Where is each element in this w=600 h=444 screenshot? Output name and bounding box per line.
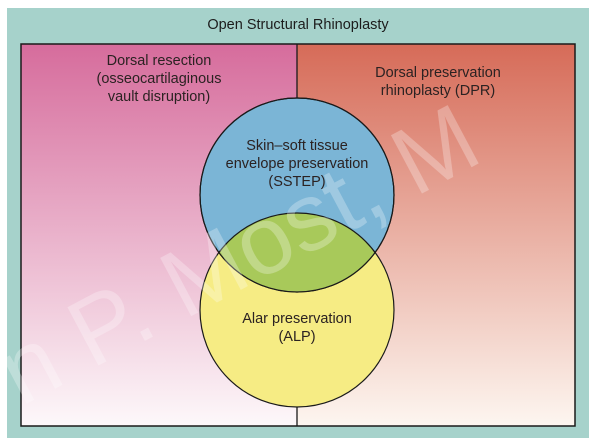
label-alar-preservation: Alar preservation (ALP) — [217, 310, 377, 346]
label-sstep: Skin–soft tissue envelope preservation (… — [217, 137, 377, 191]
label-line: Dorsal preservation — [375, 65, 501, 81]
label-line: envelope preservation — [225, 156, 369, 172]
label-dorsal-preservation: Dorsal preservation rhinoplasty (DPR) — [318, 64, 558, 100]
diagram-title: Open Structural Rhinoplasty — [207, 17, 389, 33]
label-line: (SSTEP) — [268, 174, 326, 190]
label-line: (osseocartilaginous — [96, 71, 222, 87]
label-dorsal-resection: Dorsal resection (osseocartilaginous vau… — [40, 52, 278, 106]
inner-box-border — [20, 43, 576, 427]
label-line: rhinoplasty (DPR) — [380, 83, 496, 99]
label-line: vault disruption) — [107, 89, 211, 105]
label-line: Dorsal resection — [106, 53, 212, 69]
label-line: (ALP) — [278, 329, 316, 345]
circle-sstep-outline — [199, 97, 395, 293]
overlap-region — [200, 212, 394, 292]
label-line: Skin–soft tissue — [246, 138, 348, 154]
label-line: Alar preservation — [242, 311, 352, 327]
